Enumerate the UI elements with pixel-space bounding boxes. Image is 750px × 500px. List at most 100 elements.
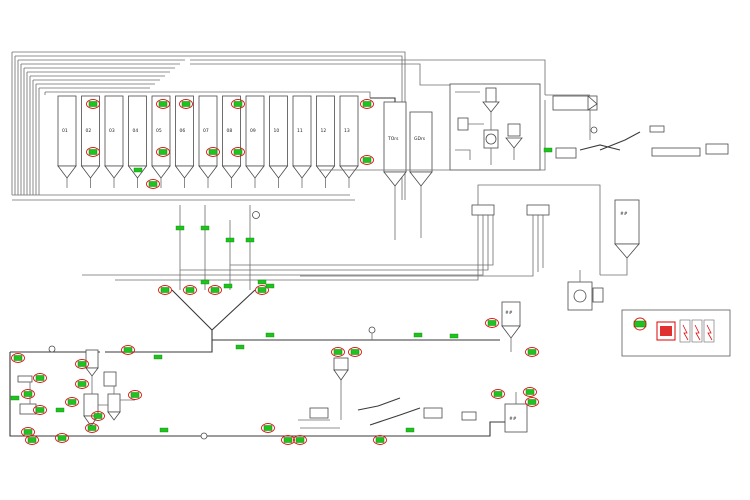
line-marker: [413, 332, 423, 338]
line-marker: [200, 279, 210, 285]
instrument-tag[interactable]: [156, 147, 170, 157]
instrument-tag[interactable]: [485, 318, 499, 328]
instrument-tag[interactable]: [231, 99, 245, 109]
instrument-tag[interactable]: [55, 433, 69, 443]
line-marker: [175, 225, 185, 231]
silo-tank[interactable]: 02: [80, 95, 101, 188]
silo-tank-label: 11: [297, 128, 303, 134]
line-marker: [10, 395, 20, 401]
line-marker: [449, 333, 459, 339]
instrument-tag[interactable]: [86, 99, 100, 109]
storage-tank-row: 01 02 03 04 05 06 07 08 09 10 11 12 13: [57, 95, 359, 188]
instrument-tag[interactable]: [75, 359, 89, 369]
instrument-tag[interactable]: [86, 147, 100, 157]
bottom-main-line: [9, 345, 505, 440]
silo-tank[interactable]: 12: [315, 95, 336, 188]
right-silo-tank[interactable]: [614, 199, 640, 245]
silo-tank-label: 09: [250, 128, 256, 134]
silo-tank-label: 10: [274, 128, 280, 134]
silo-tank[interactable]: 10: [268, 95, 289, 188]
silo-tank[interactable]: 05: [151, 95, 171, 188]
instrument-tag[interactable]: [128, 390, 142, 400]
instrument-tag[interactable]: [281, 435, 295, 445]
instrument-tag[interactable]: [261, 423, 275, 433]
instrument-tag[interactable]: [21, 389, 35, 399]
instrument-tag[interactable]: [156, 99, 170, 109]
instrument-tag[interactable]: [85, 423, 99, 433]
line-marker: [225, 237, 235, 243]
instrument-tag[interactable]: [25, 435, 39, 445]
top-pipe-bundle: [11, 51, 546, 201]
silo-tank-label: 01: [62, 128, 68, 134]
instrument-tag[interactable]: [360, 99, 374, 109]
instrument-tag[interactable]: [525, 397, 539, 407]
silo-tank-label: 08: [227, 128, 233, 134]
silo-tank[interactable]: 13: [339, 95, 359, 188]
silo-tank-label: 06: [180, 128, 186, 134]
upper-right-equipment: [449, 83, 541, 171]
line-marker: [265, 332, 275, 338]
instrument-tag[interactable]: [331, 347, 345, 357]
instrument-tag[interactable]: [183, 285, 197, 295]
instrument-tag[interactable]: [525, 347, 539, 357]
instrument-tag[interactable]: [360, 155, 374, 165]
instrument-tag[interactable]: [491, 389, 505, 399]
line-marker: [235, 344, 245, 350]
instrument-tag[interactable]: [523, 387, 537, 397]
line-marker: [153, 354, 163, 360]
tag-markers: [10, 99, 553, 445]
instrument-tag[interactable]: [158, 285, 172, 295]
intermediate-tanks: TOrs GDrs: [370, 97, 433, 240]
silo-tank[interactable]: 03: [104, 95, 124, 188]
instrument-tag[interactable]: [231, 147, 245, 157]
svg-text:##: ##: [620, 211, 628, 217]
instrument-tag[interactable]: [11, 353, 25, 363]
silo-tank-label: 05: [156, 128, 162, 134]
instrument-tag[interactable]: [293, 435, 307, 445]
silo-tank-label: 04: [133, 128, 139, 134]
line-marker: [55, 407, 65, 413]
silo-tank[interactable]: 08: [221, 95, 242, 188]
instrument-tag[interactable]: [91, 411, 105, 421]
instrument-tag[interactable]: [65, 397, 79, 407]
instrument-tag[interactable]: [121, 345, 135, 355]
line-marker: [223, 283, 233, 289]
silo-tank[interactable]: 11: [292, 95, 312, 188]
instrument-tag[interactable]: [208, 285, 222, 295]
instrument-tag[interactable]: [373, 435, 387, 445]
silo-tank-label: 03: [109, 128, 115, 134]
line-marker: [200, 225, 210, 231]
line-marker: [159, 427, 169, 433]
silo-tank-label: 07: [203, 128, 209, 134]
line-marker: [133, 167, 143, 173]
line-marker: [543, 147, 553, 153]
silo-tank[interactable]: 01: [57, 95, 77, 188]
instrument-tag[interactable]: [206, 147, 220, 157]
svg-text:TOrs: TOrs: [387, 136, 399, 142]
instrument-tag[interactable]: [179, 99, 193, 109]
instrument-tag[interactable]: [348, 347, 362, 357]
line-marker: [245, 237, 255, 243]
legend-box: [621, 309, 731, 357]
line-marker: [257, 279, 267, 285]
intermediate-tank-2[interactable]: [409, 111, 433, 173]
line-marker: [265, 283, 275, 289]
svg-text:##: ##: [509, 416, 517, 422]
instrument-tag[interactable]: [33, 373, 47, 383]
silo-tank[interactable]: 04: [127, 95, 148, 188]
bottom-left-cluster: [17, 349, 135, 427]
instrument-tag[interactable]: [33, 405, 47, 415]
collector-funnel: [105, 205, 500, 353]
right-silo: ##: [567, 199, 640, 311]
silo-tank-label: 02: [86, 128, 92, 134]
top-right-conveyors: [320, 94, 729, 171]
instrument-tag[interactable]: [255, 285, 269, 295]
instrument-tag[interactable]: [75, 379, 89, 389]
svg-text:##: ##: [505, 310, 513, 316]
silo-tank-label: 13: [344, 128, 350, 134]
silo-tank[interactable]: 09: [245, 95, 265, 188]
silo-tank[interactable]: 06: [174, 95, 195, 188]
silo-tank[interactable]: 07: [198, 95, 218, 188]
instrument-tag[interactable]: [146, 179, 160, 189]
